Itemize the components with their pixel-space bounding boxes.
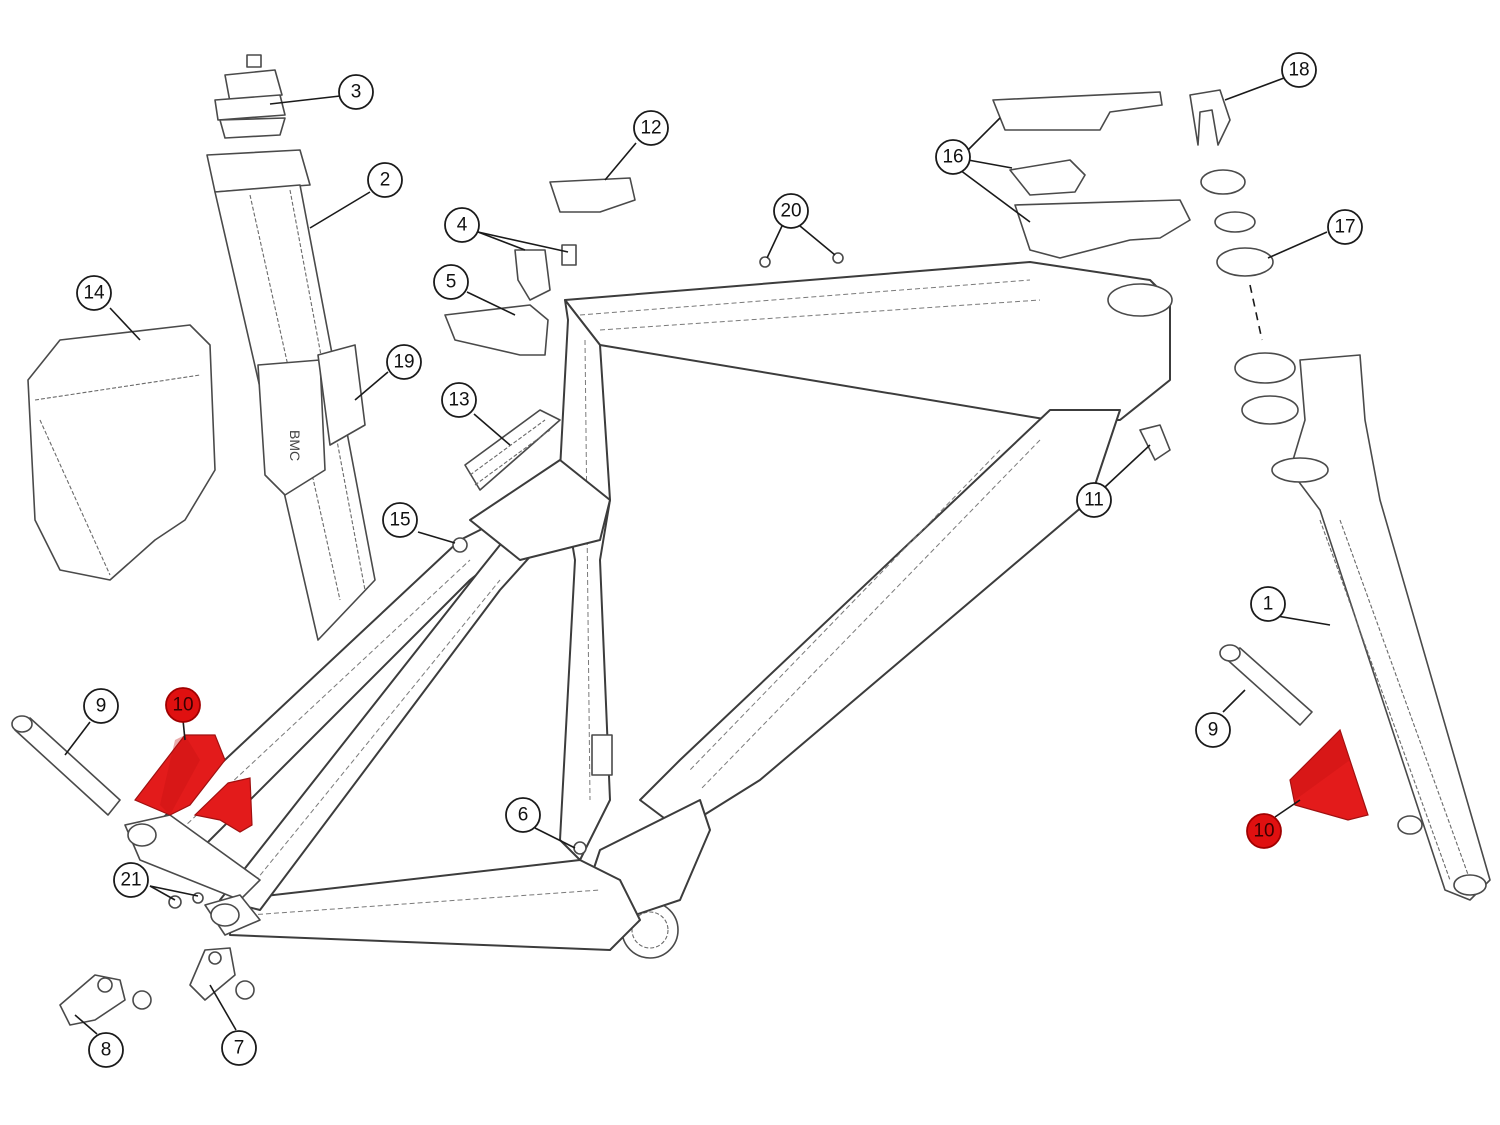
svg-text:21: 21 [120, 870, 141, 891]
callout-12: 12 [633, 110, 669, 146]
fork [1271, 354, 1491, 901]
callout-21: 21 [113, 862, 149, 898]
seatpost-logo: BMC [287, 430, 303, 461]
rear-dropout-upper [124, 814, 261, 901]
callout-8: 8 [88, 1032, 124, 1068]
callout-17: 17 [1327, 209, 1363, 245]
highlighted-part-10-rear [134, 734, 253, 833]
svg-text:14: 14 [83, 283, 105, 304]
svg-text:5: 5 [446, 272, 457, 293]
highlighted-part-10-front [1289, 728, 1369, 821]
svg-text:4: 4 [457, 215, 468, 236]
top-tube [564, 261, 1171, 421]
callout-13: 13 [441, 382, 477, 418]
callout-9-front: 9 [1195, 712, 1231, 748]
seat-cluster [469, 459, 611, 561]
chainstay [229, 859, 641, 951]
callout-3: 3 [338, 74, 374, 110]
svg-text:12: 12 [640, 118, 661, 139]
callout-14: 14 [76, 275, 112, 311]
head-tube-top [1107, 283, 1173, 317]
svg-text:16: 16 [942, 147, 963, 168]
callout-7: 7 [221, 1030, 257, 1066]
svg-text:6: 6 [518, 805, 529, 826]
callout-5: 5 [433, 264, 469, 300]
svg-text:3: 3 [351, 82, 362, 103]
headset-parts [1189, 89, 1299, 425]
svg-text:11: 11 [1084, 490, 1104, 511]
svg-text:20: 20 [780, 201, 801, 222]
callout-16: 16 [935, 139, 971, 175]
svg-text:10: 10 [1253, 821, 1274, 842]
down-tube [639, 409, 1121, 831]
cockpit-covers [992, 91, 1191, 259]
svg-text:17: 17 [1334, 217, 1355, 238]
seatpost-wedge: BMC [257, 344, 366, 496]
callout-1: 1 [1250, 586, 1286, 622]
callout-20: 20 [773, 193, 809, 229]
svg-text:19: 19 [393, 352, 414, 373]
svg-text:2: 2 [380, 170, 391, 191]
hanger-8 [59, 974, 152, 1026]
callout-2: 2 [367, 162, 403, 198]
callout-10-rear: 10 [165, 687, 201, 723]
callout-6: 6 [505, 797, 541, 833]
callout-19: 19 [386, 344, 422, 380]
part-4 [514, 249, 551, 301]
saddle-clamp [214, 54, 286, 139]
seat-tube-mount [591, 734, 613, 776]
svg-text:15: 15 [389, 510, 410, 531]
part-20-bolt-a [759, 256, 771, 268]
callout-9-rear: 9 [83, 688, 119, 724]
callout-11: 11 [1076, 482, 1112, 518]
part-11 [1139, 424, 1171, 461]
part-5 [444, 304, 549, 356]
part-13 [464, 409, 561, 491]
battery-box [27, 324, 216, 581]
front-thru-axle [1219, 644, 1313, 726]
rear-thru-axle [11, 715, 121, 816]
callout-10-front: 10 [1246, 813, 1282, 849]
part-12 [549, 177, 636, 213]
leader-lines [64, 77, 1331, 1035]
svg-text:7: 7 [234, 1038, 245, 1059]
svg-text:18: 18 [1288, 60, 1309, 81]
svg-text:9: 9 [1208, 720, 1219, 741]
svg-text:9: 9 [96, 696, 107, 717]
svg-text:13: 13 [448, 390, 469, 411]
part-20-bolt-b [832, 252, 844, 264]
frame [124, 261, 1173, 959]
callout-15: 15 [382, 502, 418, 538]
callout-18: 18 [1281, 52, 1317, 88]
part-6 [573, 841, 587, 855]
svg-text:8: 8 [101, 1040, 112, 1061]
part-15 [452, 537, 468, 553]
callout-4: 4 [444, 207, 480, 243]
svg-text:10: 10 [172, 695, 193, 716]
svg-text:1: 1 [1263, 594, 1274, 615]
hanger-7 [189, 947, 255, 1001]
